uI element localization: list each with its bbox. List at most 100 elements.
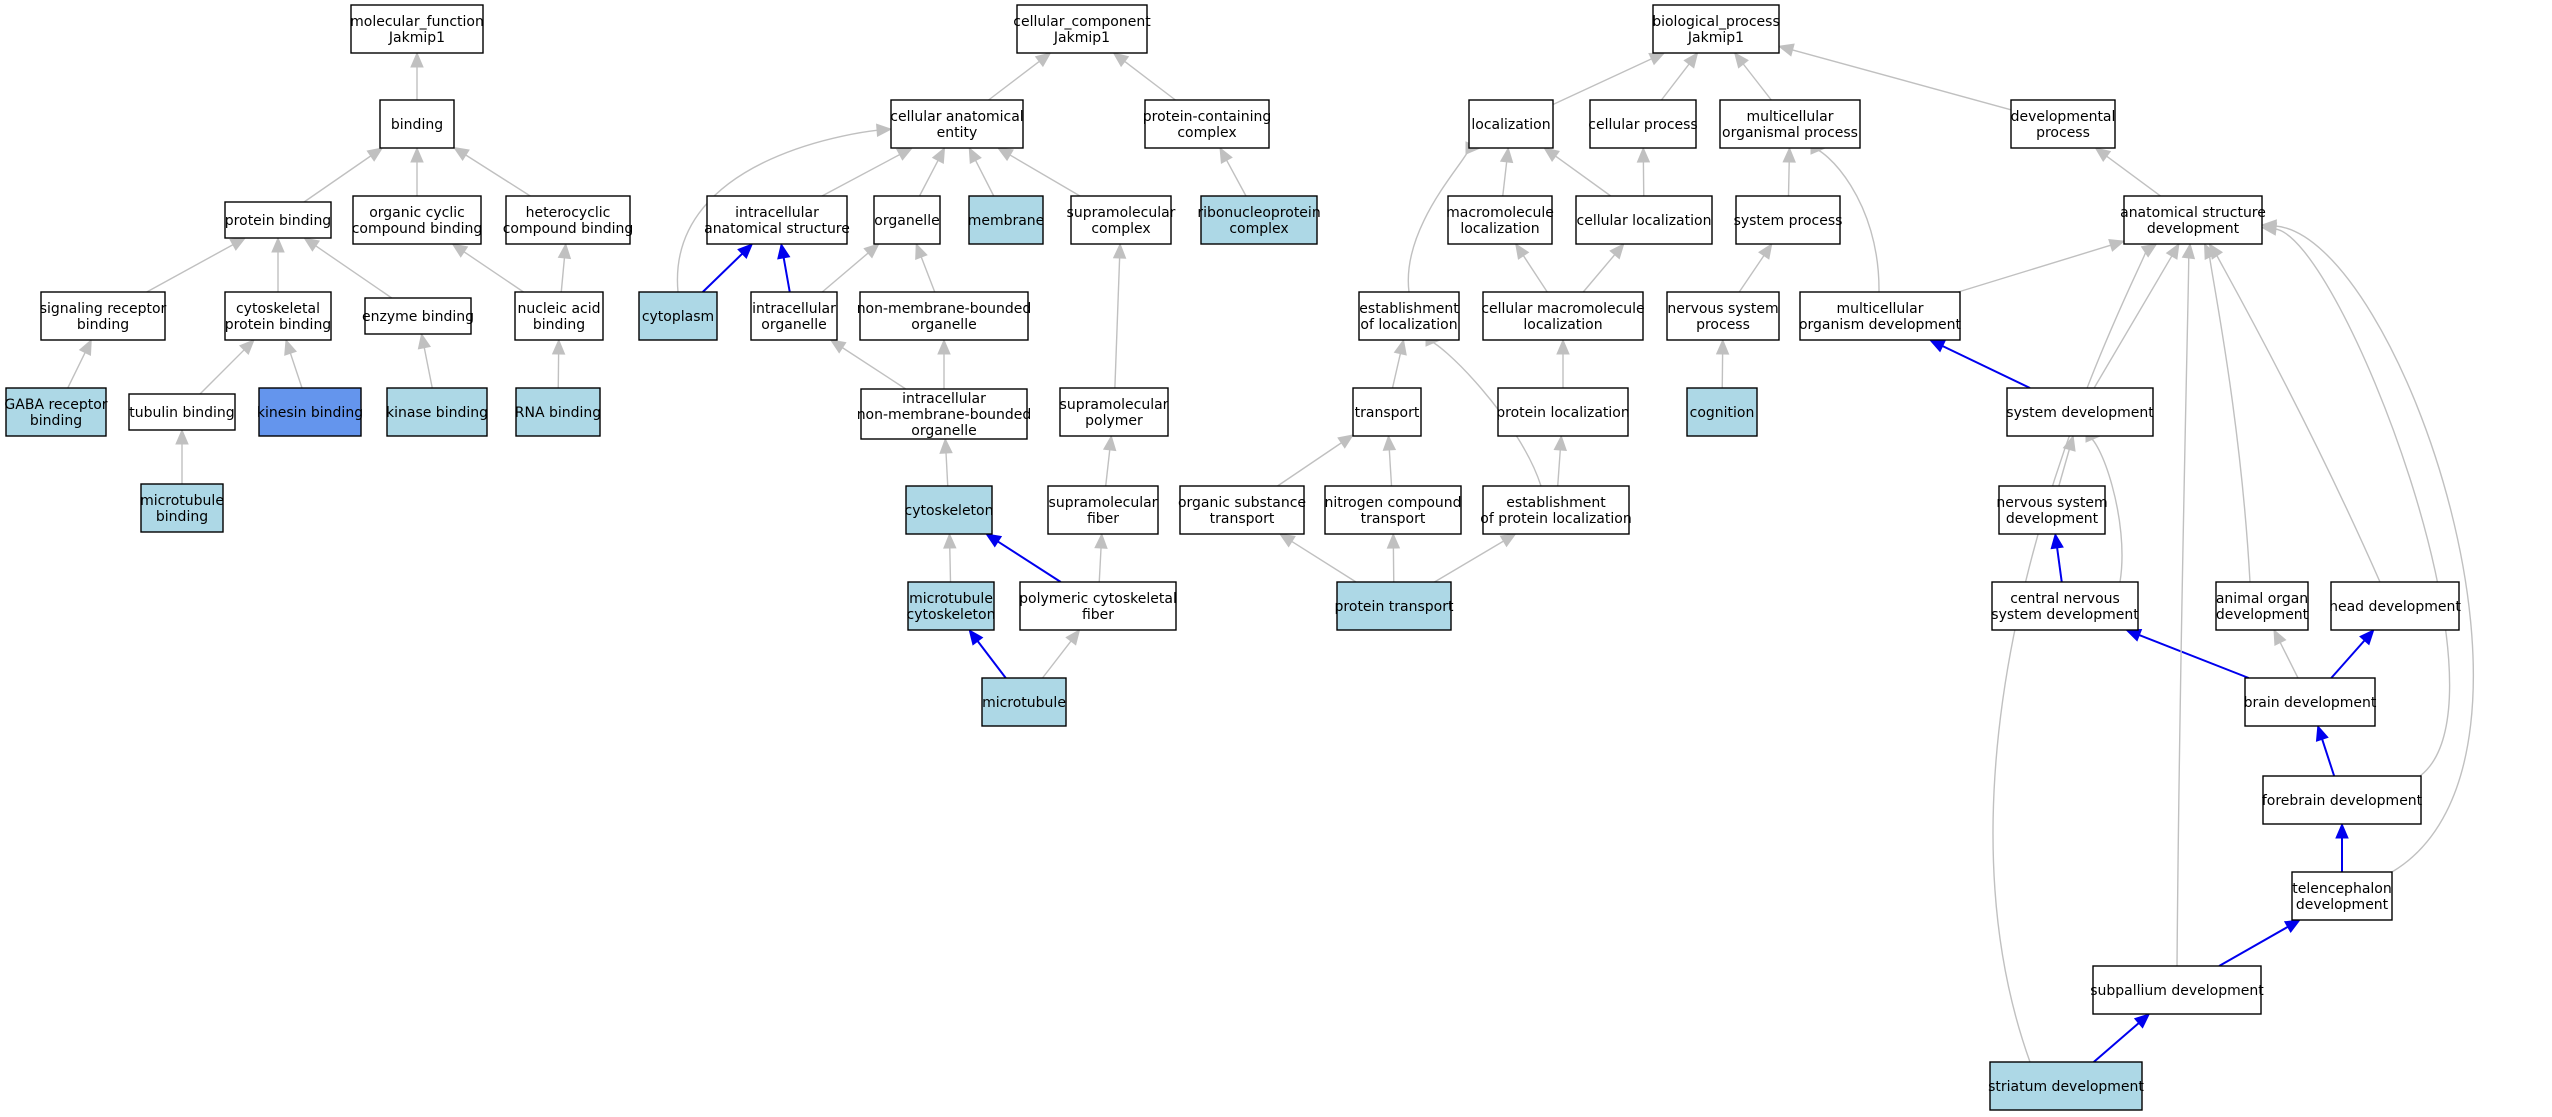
- edge-cns_dev-to-ns_dev: [2050, 532, 2064, 583]
- edge-line: [2274, 228, 2451, 777]
- edge-cytoskeletal_pb-to-protein_binding: [271, 236, 285, 292]
- edge-cytoplasm-to-ias: [702, 243, 754, 293]
- node-box: [1991, 581, 2139, 631]
- node-label-line: binding: [77, 317, 129, 333]
- edge-multicell_proc-to-bp_root: [1733, 51, 1772, 101]
- go-term-node-protein-binding[interactable]: protein binding: [224, 201, 332, 239]
- edge-line: [920, 255, 936, 293]
- edge-line: [464, 153, 531, 197]
- node-box: [1016, 4, 1148, 54]
- node-label-line: intracellular: [735, 205, 819, 221]
- go-term-node-kinase-binding[interactable]: kinase binding: [386, 387, 488, 437]
- go-term-node-cytoplasm[interactable]: cytoplasm: [638, 291, 718, 341]
- go-term-node-cognition[interactable]: cognition: [1686, 387, 1758, 437]
- go-term-node-brain-dev[interactable]: brain development: [2244, 677, 2377, 727]
- go-term-node-kinesin-binding[interactable]: kinesin binding: [257, 387, 363, 437]
- node-label-line: organelle: [874, 213, 939, 229]
- edge-line: [2105, 155, 2161, 197]
- edge-cognition-to-ns_process: [1715, 338, 1730, 389]
- go-term-node-subpallium-dev[interactable]: subpallium development: [2090, 965, 2264, 1015]
- node-label-line: non-membrane-bounded: [857, 407, 1032, 423]
- go-term-node-forebrain-dev[interactable]: forebrain development: [2262, 775, 2423, 825]
- go-term-node-cytoskeleton[interactable]: cytoskeleton: [905, 485, 994, 535]
- edge-arrowhead: [896, 147, 914, 161]
- node-label-line: binding: [156, 509, 208, 525]
- go-term-node-transport[interactable]: transport: [1352, 387, 1422, 437]
- edge-arrowhead: [1094, 532, 1108, 549]
- node-label-line: enzyme binding: [362, 309, 474, 325]
- go-term-node-protein-loc[interactable]: protein localization: [1496, 387, 1630, 437]
- edge-line: [821, 251, 870, 293]
- edge-line: [2176, 256, 2190, 967]
- node-box: [1179, 485, 1305, 535]
- edge-line: [303, 154, 372, 203]
- edge-line: [199, 348, 246, 395]
- edge-nucleic_acid-to-organic_cyclic: [451, 243, 524, 293]
- node-box: [1468, 99, 1554, 149]
- edge-line: [1388, 448, 1393, 487]
- node-box: [1070, 195, 1172, 245]
- edge-arrowhead: [303, 237, 321, 252]
- go-term-node-system-process[interactable]: system process: [1734, 195, 1843, 245]
- go-term-node-localization[interactable]: localization: [1468, 99, 1554, 149]
- go-term-node-cell-loc[interactable]: cellular localization: [1575, 195, 1713, 245]
- go-term-node-head-dev[interactable]: head development: [2329, 581, 2461, 631]
- edge-subpallium_dev-to-telencephalon_dev: [2218, 919, 2301, 967]
- edge-line: [1434, 540, 1505, 583]
- go-term-node-protein-transport[interactable]: protein transport: [1335, 581, 1454, 631]
- go-term-node-microtubule[interactable]: microtubule: [981, 677, 1067, 727]
- go-term-node-system-dev[interactable]: system development: [2006, 387, 2154, 437]
- go-term-node-binding[interactable]: binding: [379, 99, 455, 149]
- node-label-line: Jakmip1: [388, 30, 445, 46]
- edge-ias-to-cae: [821, 147, 914, 197]
- node-label-line: organelle: [911, 317, 976, 333]
- go-term-node-enzyme-binding[interactable]: enzyme binding: [362, 297, 474, 335]
- edge-arrowhead: [915, 242, 928, 260]
- go-term-node-organelle[interactable]: organelle: [873, 195, 941, 245]
- go-term-node-cellular-process[interactable]: cellular process: [1588, 99, 1698, 149]
- go-term-node-membrane[interactable]: membrane: [968, 195, 1045, 245]
- go-term-node-rna-binding[interactable]: RNA binding: [515, 387, 601, 437]
- go-term-node-tubulin-binding[interactable]: tubulin binding: [128, 393, 236, 431]
- edge-arrowhead: [175, 428, 189, 445]
- edge-line: [1290, 540, 1357, 583]
- go-term-node-striatum-dev[interactable]: striatum development: [1988, 1061, 2144, 1111]
- go-term-node-ic-nmb-organelle[interactable]: intracellularnon-membrane-boundedorganel…: [857, 388, 1032, 440]
